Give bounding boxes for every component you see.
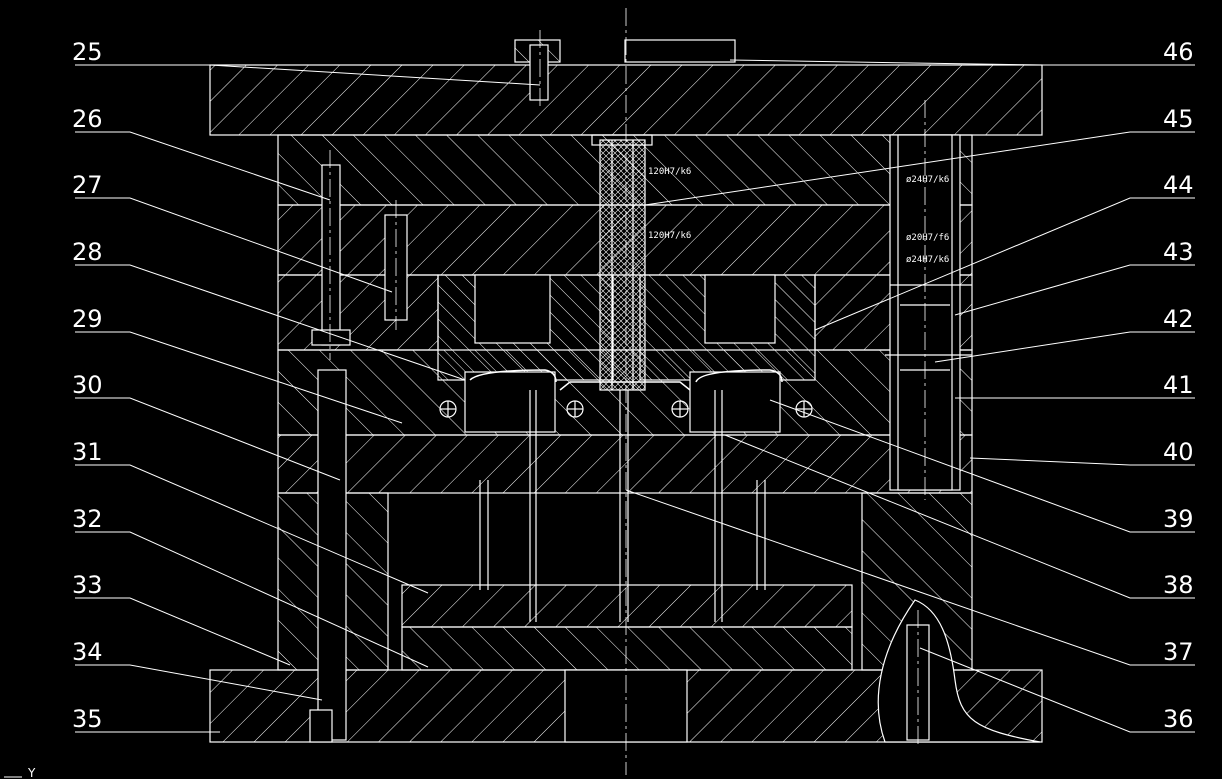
dimension-text: ø20H7/f6 — [906, 233, 949, 243]
part-label: 42 — [1163, 305, 1194, 333]
part-label: 34 — [72, 638, 103, 666]
part-label: 43 — [1163, 238, 1194, 266]
axis-label: Y — [27, 766, 36, 779]
ucs-icon: Y — [4, 766, 36, 779]
cooling-holes — [439, 400, 813, 418]
guide-pin-left — [309, 164, 351, 743]
part-label: 40 — [1163, 438, 1194, 466]
part-label: 31 — [72, 438, 103, 466]
part-label: 25 — [72, 38, 103, 66]
part-label: 41 — [1163, 371, 1194, 399]
part-label: 35 — [72, 705, 103, 733]
part-label: 39 — [1163, 505, 1194, 533]
sprue-bushing — [591, 134, 653, 391]
part-label: 27 — [72, 171, 103, 199]
dimension-text: 120H7/k6 — [648, 167, 691, 177]
part-label: 37 — [1163, 638, 1194, 666]
part-label: 32 — [72, 505, 103, 533]
part-label: 29 — [72, 305, 103, 333]
part-label: 46 — [1163, 38, 1194, 66]
guide-pin-right — [885, 134, 972, 491]
part-label: 45 — [1163, 105, 1194, 133]
part-label: 44 — [1163, 171, 1194, 199]
part-label: 33 — [72, 571, 103, 599]
part-label: 38 — [1163, 571, 1194, 599]
part-label: 30 — [72, 371, 103, 399]
dimension-text: ø24H7/k6 — [906, 175, 949, 185]
center-lines — [329, 8, 926, 775]
dimension-annotations: 120H7/k6 120H7/k6 ø24H7/k6 ø20H7/f6 ø24H… — [648, 167, 949, 265]
part-label: 26 — [72, 105, 103, 133]
dimension-text: 120H7/k6 — [648, 231, 691, 241]
part-label: 36 — [1163, 705, 1194, 733]
left-part-labels: 25 26 27 28 29 30 31 32 33 34 35 — [72, 38, 103, 733]
right-part-labels: 46 45 44 43 42 41 40 39 38 37 36 — [1163, 38, 1194, 733]
dimension-text: ø24H7/k6 — [906, 255, 949, 265]
part-label: 28 — [72, 238, 103, 266]
part-cups — [469, 369, 783, 391]
ejector-pins — [479, 390, 766, 622]
leader-lines — [75, 59, 1195, 733]
